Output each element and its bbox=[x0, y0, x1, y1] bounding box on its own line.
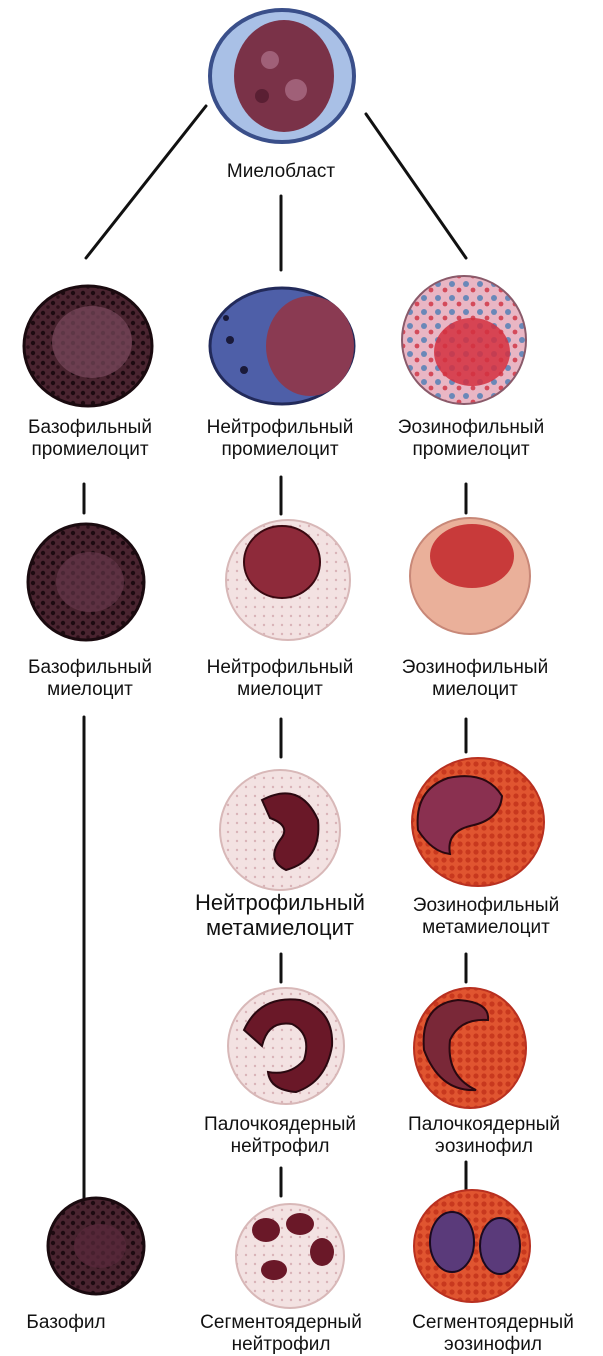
basophil-cell-image bbox=[48, 1198, 144, 1294]
eosinophilic-segmented-cell-image bbox=[414, 1190, 530, 1302]
myeloblast-cell-image bbox=[210, 10, 354, 142]
basophil-label: Базофил bbox=[6, 1312, 126, 1334]
eosinophilic-band-cell-image bbox=[414, 988, 526, 1108]
neutrophilic-myelocyte-cell-image bbox=[226, 520, 350, 640]
eosinophilic-metamyelocyte-cell-image bbox=[412, 758, 544, 886]
neutrophilic-metamyelocyte-cell-image bbox=[220, 770, 340, 890]
neutrophilic-segmented-cell-image bbox=[236, 1204, 344, 1308]
neutrophilic-promyelocyte-cell-image bbox=[210, 288, 354, 404]
myeloblast-label: Миелобласт bbox=[181, 161, 381, 183]
basophilic-myelocyte-cell-image bbox=[28, 524, 144, 640]
eosinophilic-promyelocyte-cell-image bbox=[402, 276, 526, 404]
line-blast-to-eos bbox=[366, 114, 466, 258]
neutrophilic-band-cell-image bbox=[228, 988, 344, 1104]
basophilic-promyelocyte-cell-image bbox=[24, 286, 152, 406]
eosinophilic-myelocyte-cell-image bbox=[410, 518, 530, 634]
